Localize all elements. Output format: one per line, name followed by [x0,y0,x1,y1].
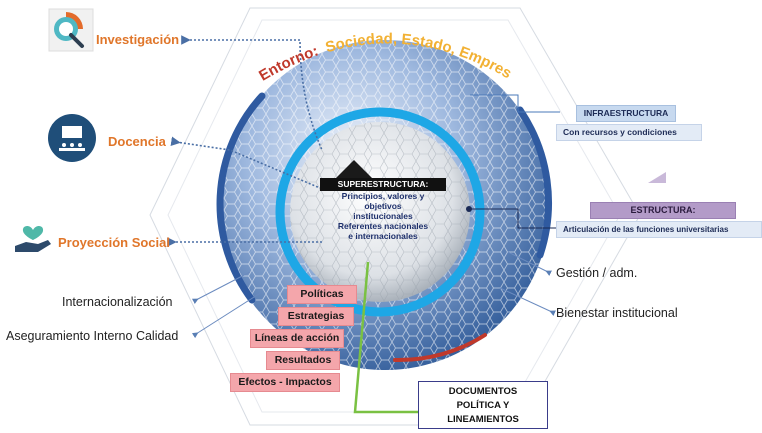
entorno-prefix: Entorno: [256,43,320,85]
superestructura-title: SUPERESTRUCTURA: [320,178,446,191]
superestructura-line: e internacionales [348,231,418,241]
superestructura-line: institucionales [353,211,413,221]
superestructura-line: objetivos [364,201,402,211]
documentos-line: LINEAMIENTOS [447,414,519,425]
superestructura-triangle [336,160,372,178]
investigacion-label: Investigación [96,32,180,47]
documentos-box: DOCUMENTOS POLÍTICA Y LINEAMIENTOS [418,381,548,429]
infraestructura-subtitle: Con recursos y condiciones [556,124,702,141]
green-connector [353,261,418,414]
infraestructura-box: INFRAESTRUCTURA [576,105,676,122]
docencia-label: Docencia [108,134,166,149]
bienestar-label: Bienestar institucional [556,306,678,320]
magnifier-chart-icon [48,8,94,52]
hand-heart-icon [12,216,54,256]
superestructura-line: Principios, valores y [341,191,425,201]
classroom-icon [46,112,98,164]
cyan-ring [275,107,485,317]
internacionalizacion-label: Internacionalización [62,295,173,309]
left-arc [216,92,266,304]
proyeccion-social-label: Proyección Social [58,235,170,250]
level-resultados: Resultados [266,351,340,370]
estructura-box: ESTRUCTURA: [590,202,736,219]
aseguramiento-label: Aseguramiento Interno Calidad [6,329,179,343]
level-politicas: Políticas [287,285,357,304]
level-efectos-impactos: Efectos - Impactos [230,373,340,392]
right-arc [516,106,552,259]
superestructura-body: Principios, valores y objetivos instituc… [320,191,446,241]
bottom-arc [393,333,487,363]
level-estrategias: Estrategias [278,307,354,326]
level-lineas-accion: Líneas de acción [250,329,344,348]
connector-investigacion [181,35,323,151]
documentos-line: POLÍTICA Y [456,400,510,411]
estructura-subtitle: Articulación de las funciones universita… [556,221,762,238]
superestructura-line: Referentes nacionales [337,221,429,231]
documentos-line: DOCUMENTOS [448,386,518,397]
gestion-label: Gestión / adm. [556,266,638,280]
